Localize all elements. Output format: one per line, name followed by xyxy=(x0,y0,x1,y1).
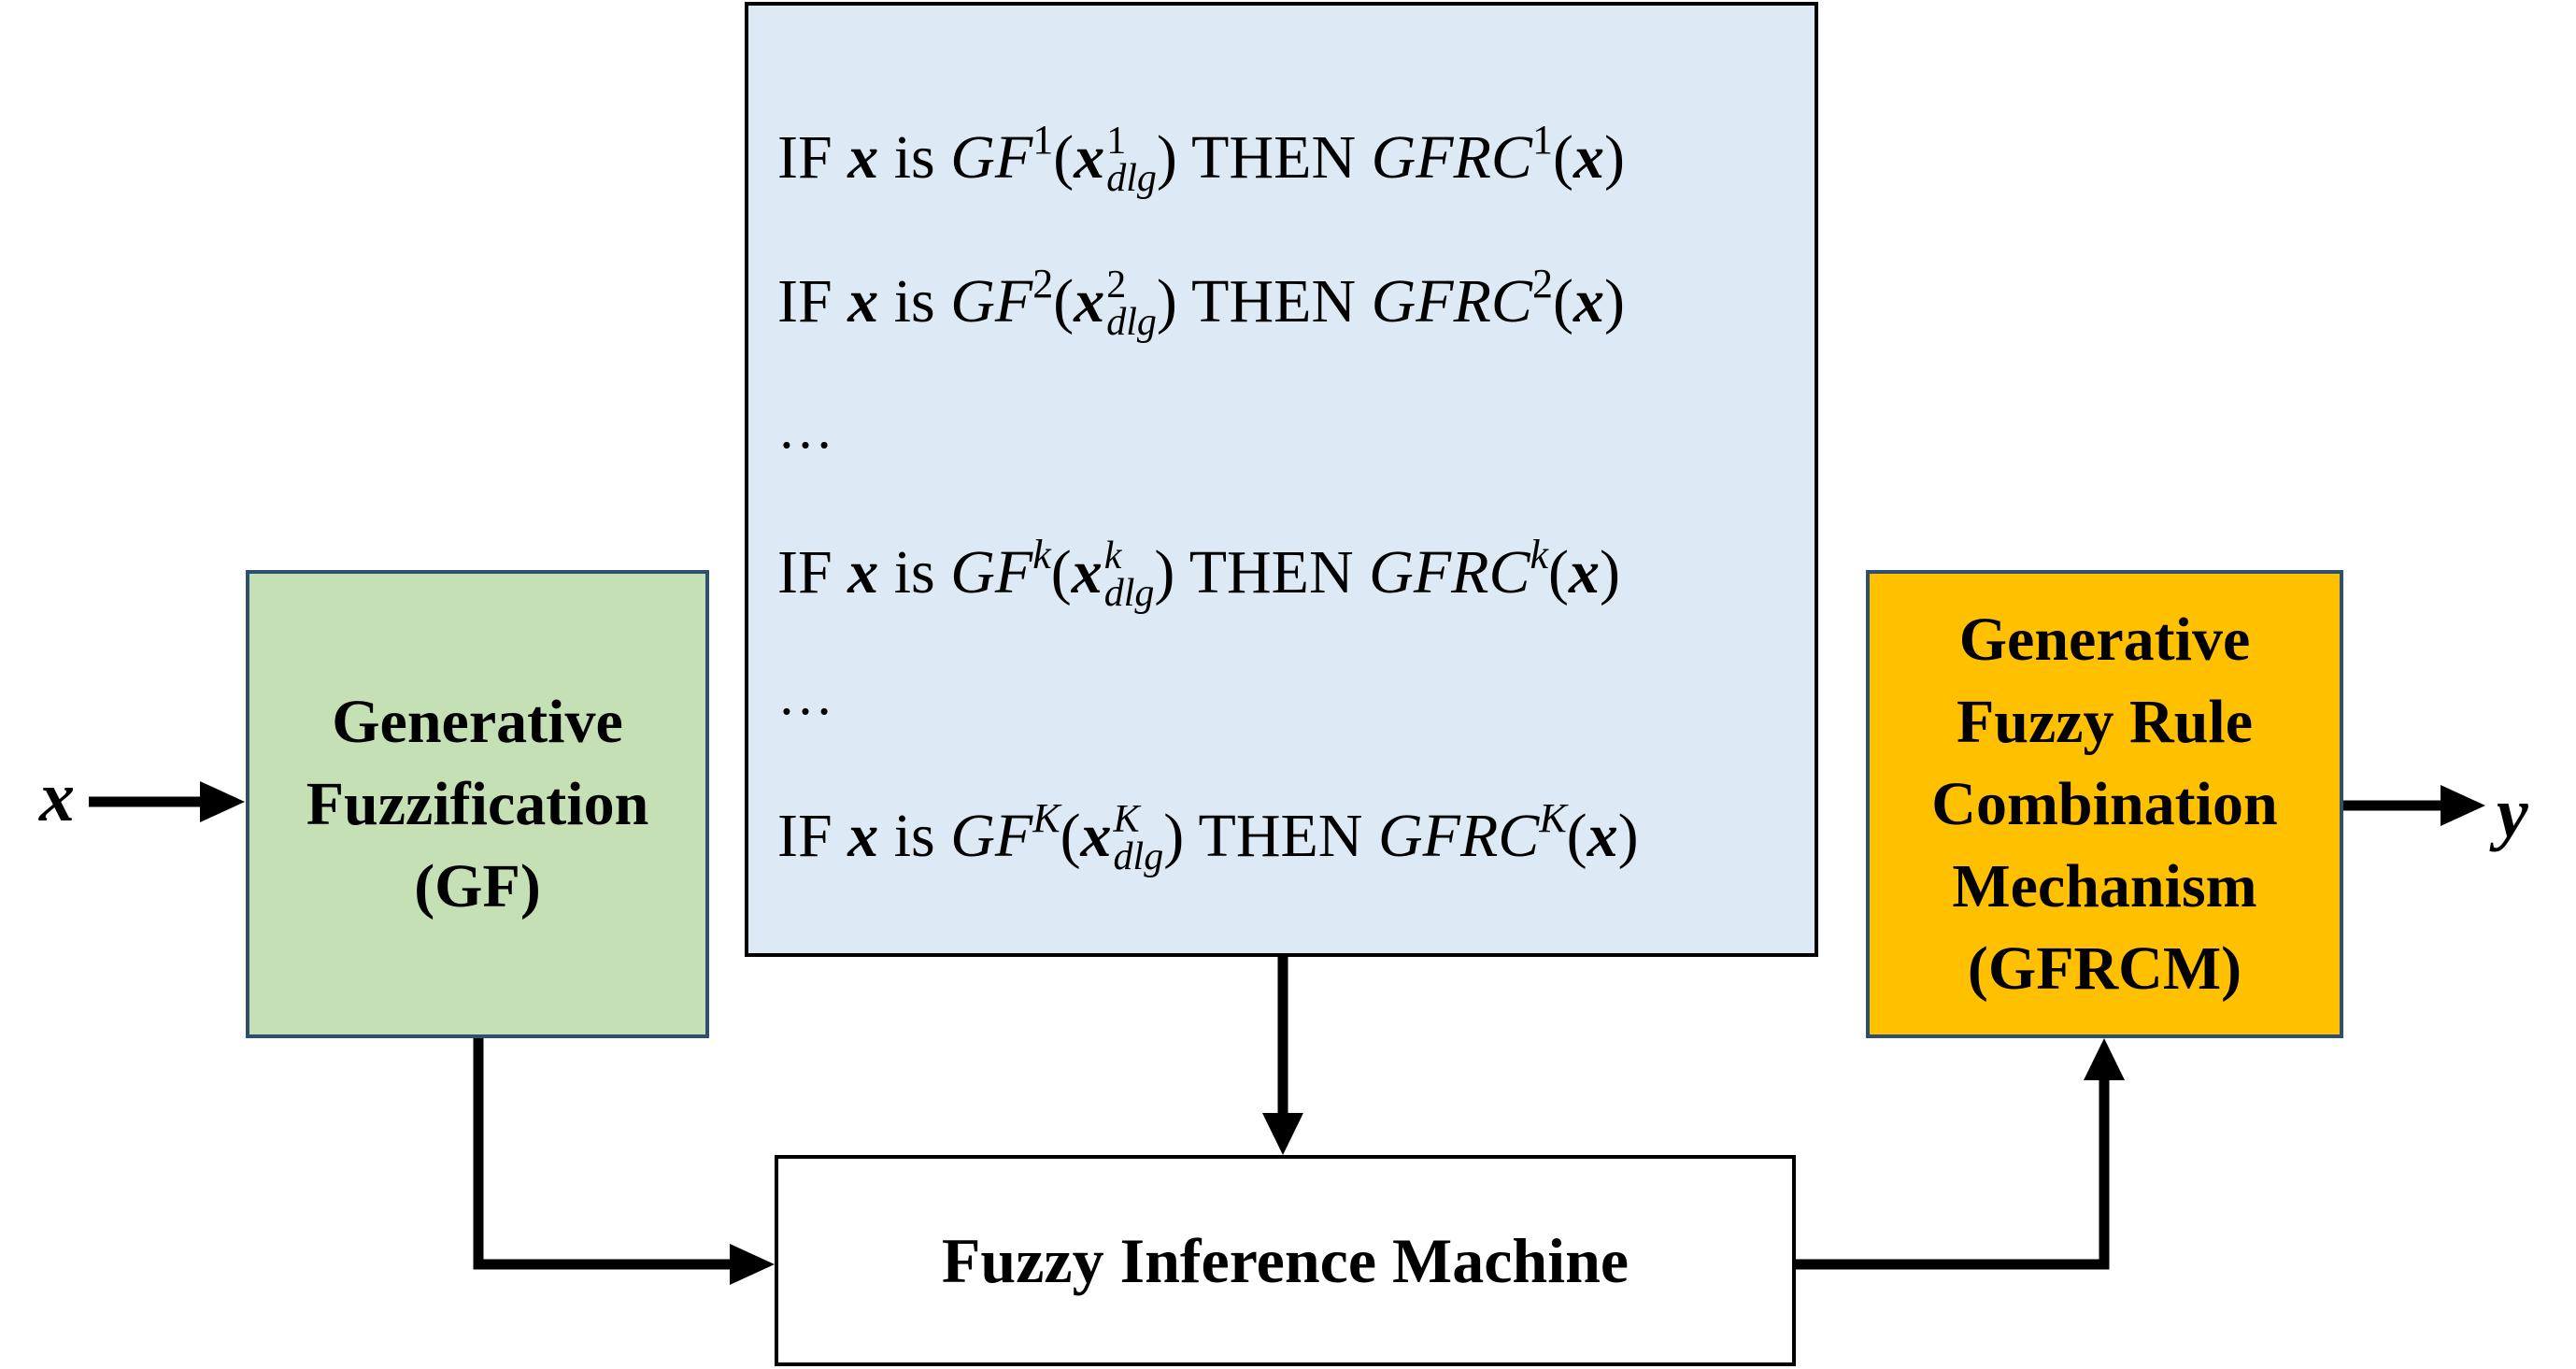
fuzzy-inference-machine-box: Fuzzy Inference Machine xyxy=(775,1155,1796,1366)
gfrcm-line-1: Generative xyxy=(1958,605,2251,674)
gfrcm-box: Generative Fuzzy Rule Combination Mechan… xyxy=(1866,570,2343,1038)
gfrcm-line-3: Combination xyxy=(1931,769,2278,838)
gf-line-3: (GF) xyxy=(414,851,541,920)
gfrcm-line-2: Fuzzy Rule xyxy=(1956,687,2254,756)
output-arrowhead xyxy=(2441,785,2485,826)
input-arrowhead xyxy=(200,781,245,822)
fim-to-gfrcm-line xyxy=(1796,1077,2110,1270)
gf-line-1: Generative xyxy=(332,687,623,756)
input-label-x: x xyxy=(39,758,75,836)
fim-label: Fuzzy Inference Machine xyxy=(941,1224,1630,1296)
generative-fuzzification-box: Generative Fuzzification (GF) xyxy=(246,570,709,1038)
gfrcm-line-5: (GFRCM) xyxy=(1967,934,2242,1003)
rule-base-box xyxy=(745,2,1818,957)
output-label-y: y xyxy=(2497,774,2528,852)
gf-to-fim-arrowhead xyxy=(730,1244,775,1285)
gf-line-2: Fuzzification xyxy=(306,769,649,838)
rule-ellipsis-2: … xyxy=(777,664,833,726)
fim-to-gfrcm-arrowhead xyxy=(2084,1038,2125,1080)
gf-to-fim-line xyxy=(473,1038,734,1270)
rule-ellipsis-1: … xyxy=(777,398,833,460)
rules-to-fim-arrowhead xyxy=(1262,1113,1303,1155)
gfrcm-line-4: Mechanism xyxy=(1952,851,2257,920)
